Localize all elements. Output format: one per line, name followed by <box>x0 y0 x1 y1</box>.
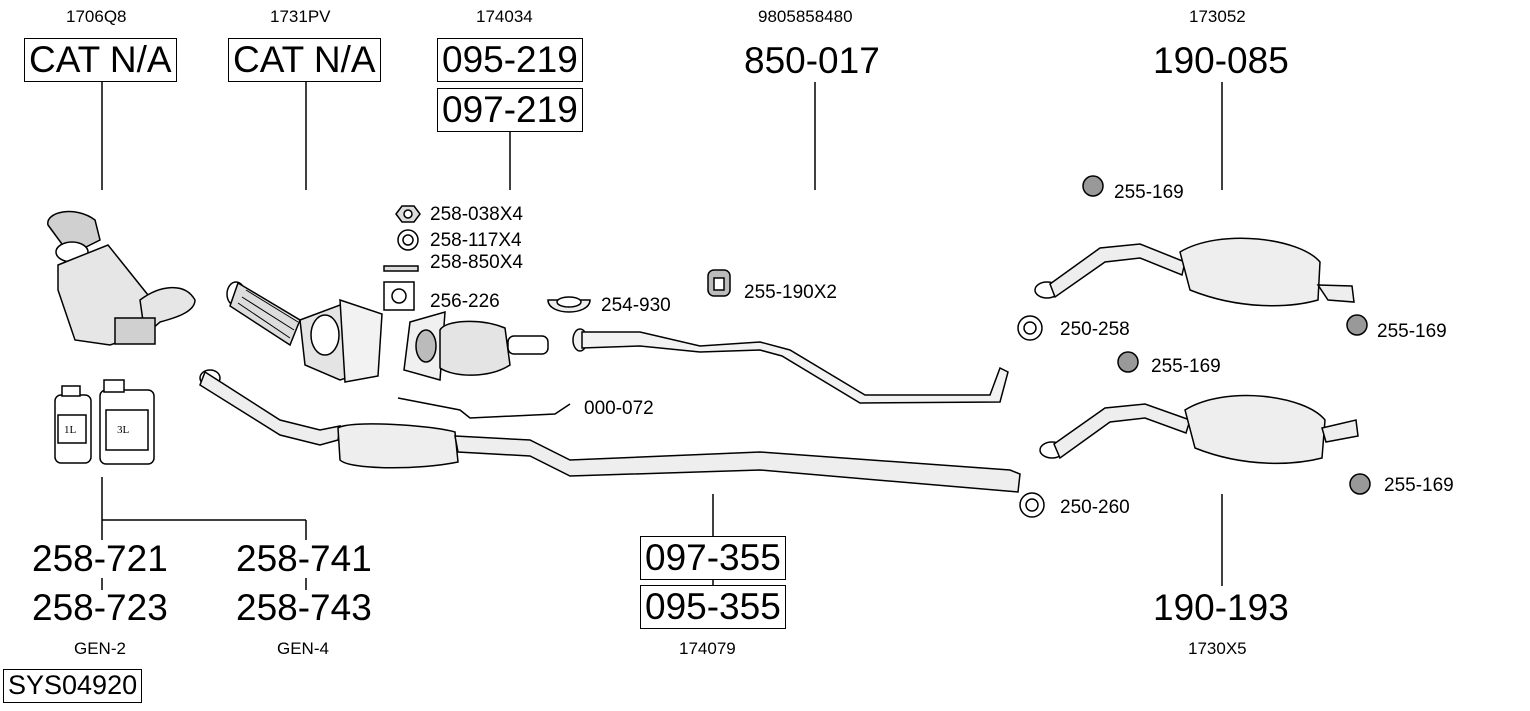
acc-stud[interactable]: 258-850X4 <box>430 252 523 273</box>
rubber-hanger-icon <box>707 269 731 297</box>
system-code: SYS04920 <box>3 669 143 703</box>
bottle-large-label: 3L <box>117 424 130 436</box>
part-cat2[interactable]: CAT N/A <box>228 38 381 82</box>
part-front-pipe[interactable]: 850-017 <box>744 40 880 81</box>
sensor-pipe-icon <box>397 397 571 419</box>
clamp-icon <box>1019 492 1045 518</box>
acc-nut[interactable]: 258-038X4 <box>430 204 523 225</box>
acc-rubber-top2[interactable]: 255-169 <box>1377 321 1447 342</box>
dpf-icon <box>403 310 549 381</box>
oe-ref-gen2: GEN-2 <box>74 639 126 658</box>
rubber-hanger-icon <box>1117 351 1371 495</box>
oe-ref-cat2: 1731PV <box>270 7 331 26</box>
rear-silencer-icon <box>1039 394 1359 465</box>
acc-gasket[interactable]: 256-226 <box>430 291 500 312</box>
part-rear-bottom[interactable]: 190-193 <box>1153 587 1289 628</box>
acc-clamp-top[interactable]: 250-258 <box>1060 319 1130 340</box>
acc-washer[interactable]: 258-117X4 <box>430 230 522 251</box>
part-fluid-d[interactable]: 258-743 <box>236 587 372 628</box>
oe-ref-rear-top: 173052 <box>1189 7 1246 26</box>
oe-ref-front-pipe: 9805858480 <box>758 7 853 26</box>
front-pipe-icon <box>572 328 1009 404</box>
gasket-icon <box>383 281 415 311</box>
nut-icon <box>395 205 421 223</box>
acc-clamp1[interactable]: 254-930 <box>601 295 671 316</box>
acc-sensor[interactable]: 000-072 <box>584 398 654 419</box>
catalytic-converter-icon <box>47 210 196 346</box>
clamp-icon <box>1017 315 1043 341</box>
part-mid-pipe-a[interactable]: 097-355 <box>640 536 786 580</box>
flex-pipe-icon <box>226 281 301 347</box>
catalytic-converter-icon <box>299 298 383 383</box>
acc-rubber-bot1[interactable]: 255-169 <box>1151 356 1221 377</box>
rubber-hanger-icon <box>1082 175 1368 336</box>
part-mid-pipe-b[interactable]: 095-355 <box>640 585 786 629</box>
rear-silencer-icon <box>1034 237 1355 307</box>
acc-rubber-top1[interactable]: 255-169 <box>1114 182 1184 203</box>
mid-pipe-icon <box>199 369 1021 493</box>
oe-ref-cat1: 1706Q8 <box>66 7 127 26</box>
stud-icon <box>383 265 419 272</box>
part-dpf-b[interactable]: 097-219 <box>437 88 583 132</box>
bottle-small-label: 1L <box>64 424 77 436</box>
clamp-icon <box>547 296 591 313</box>
washer-icon <box>397 229 419 251</box>
part-fluid-a[interactable]: 258-721 <box>32 538 168 579</box>
acc-rubber-bot2[interactable]: 255-169 <box>1384 475 1454 496</box>
part-cat1[interactable]: CAT N/A <box>24 38 177 82</box>
oe-ref-dpf: 174034 <box>476 7 533 26</box>
part-dpf-a[interactable]: 095-219 <box>437 38 583 82</box>
part-fluid-c[interactable]: 258-741 <box>236 538 372 579</box>
oe-ref-rear-bottom: 1730X5 <box>1188 639 1247 658</box>
acc-clamp-bot[interactable]: 250-260 <box>1060 497 1130 518</box>
acc-hanger[interactable]: 255-190X2 <box>744 282 837 303</box>
part-rear-top[interactable]: 190-085 <box>1153 40 1289 81</box>
oe-ref-gen4: GEN-4 <box>277 639 329 658</box>
part-fluid-b[interactable]: 258-723 <box>32 587 168 628</box>
oe-ref-mid-pipe: 174079 <box>679 639 736 658</box>
fluid-bottle-icon <box>54 379 155 465</box>
